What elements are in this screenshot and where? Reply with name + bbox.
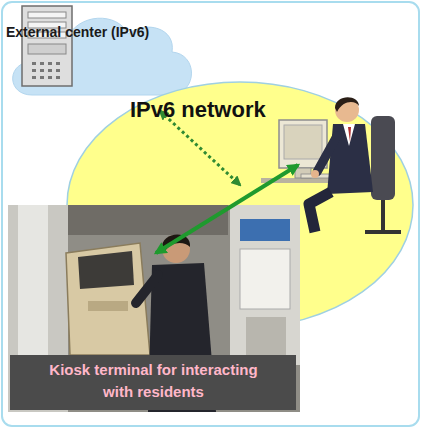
server-icon (22, 6, 72, 86)
node-label: Kiosk terminal for interacting with resi… (46, 359, 261, 403)
node-label: IPv6 network (130, 94, 266, 126)
cloud-node: External center (IPv6) (0, 0, 200, 105)
cloud-shape (0, 0, 200, 105)
kiosk-photo-node: Kiosk terminal for interacting with resi… (8, 205, 300, 412)
kiosk-photo (8, 205, 300, 412)
node-label: External center (IPv6) (6, 22, 149, 42)
